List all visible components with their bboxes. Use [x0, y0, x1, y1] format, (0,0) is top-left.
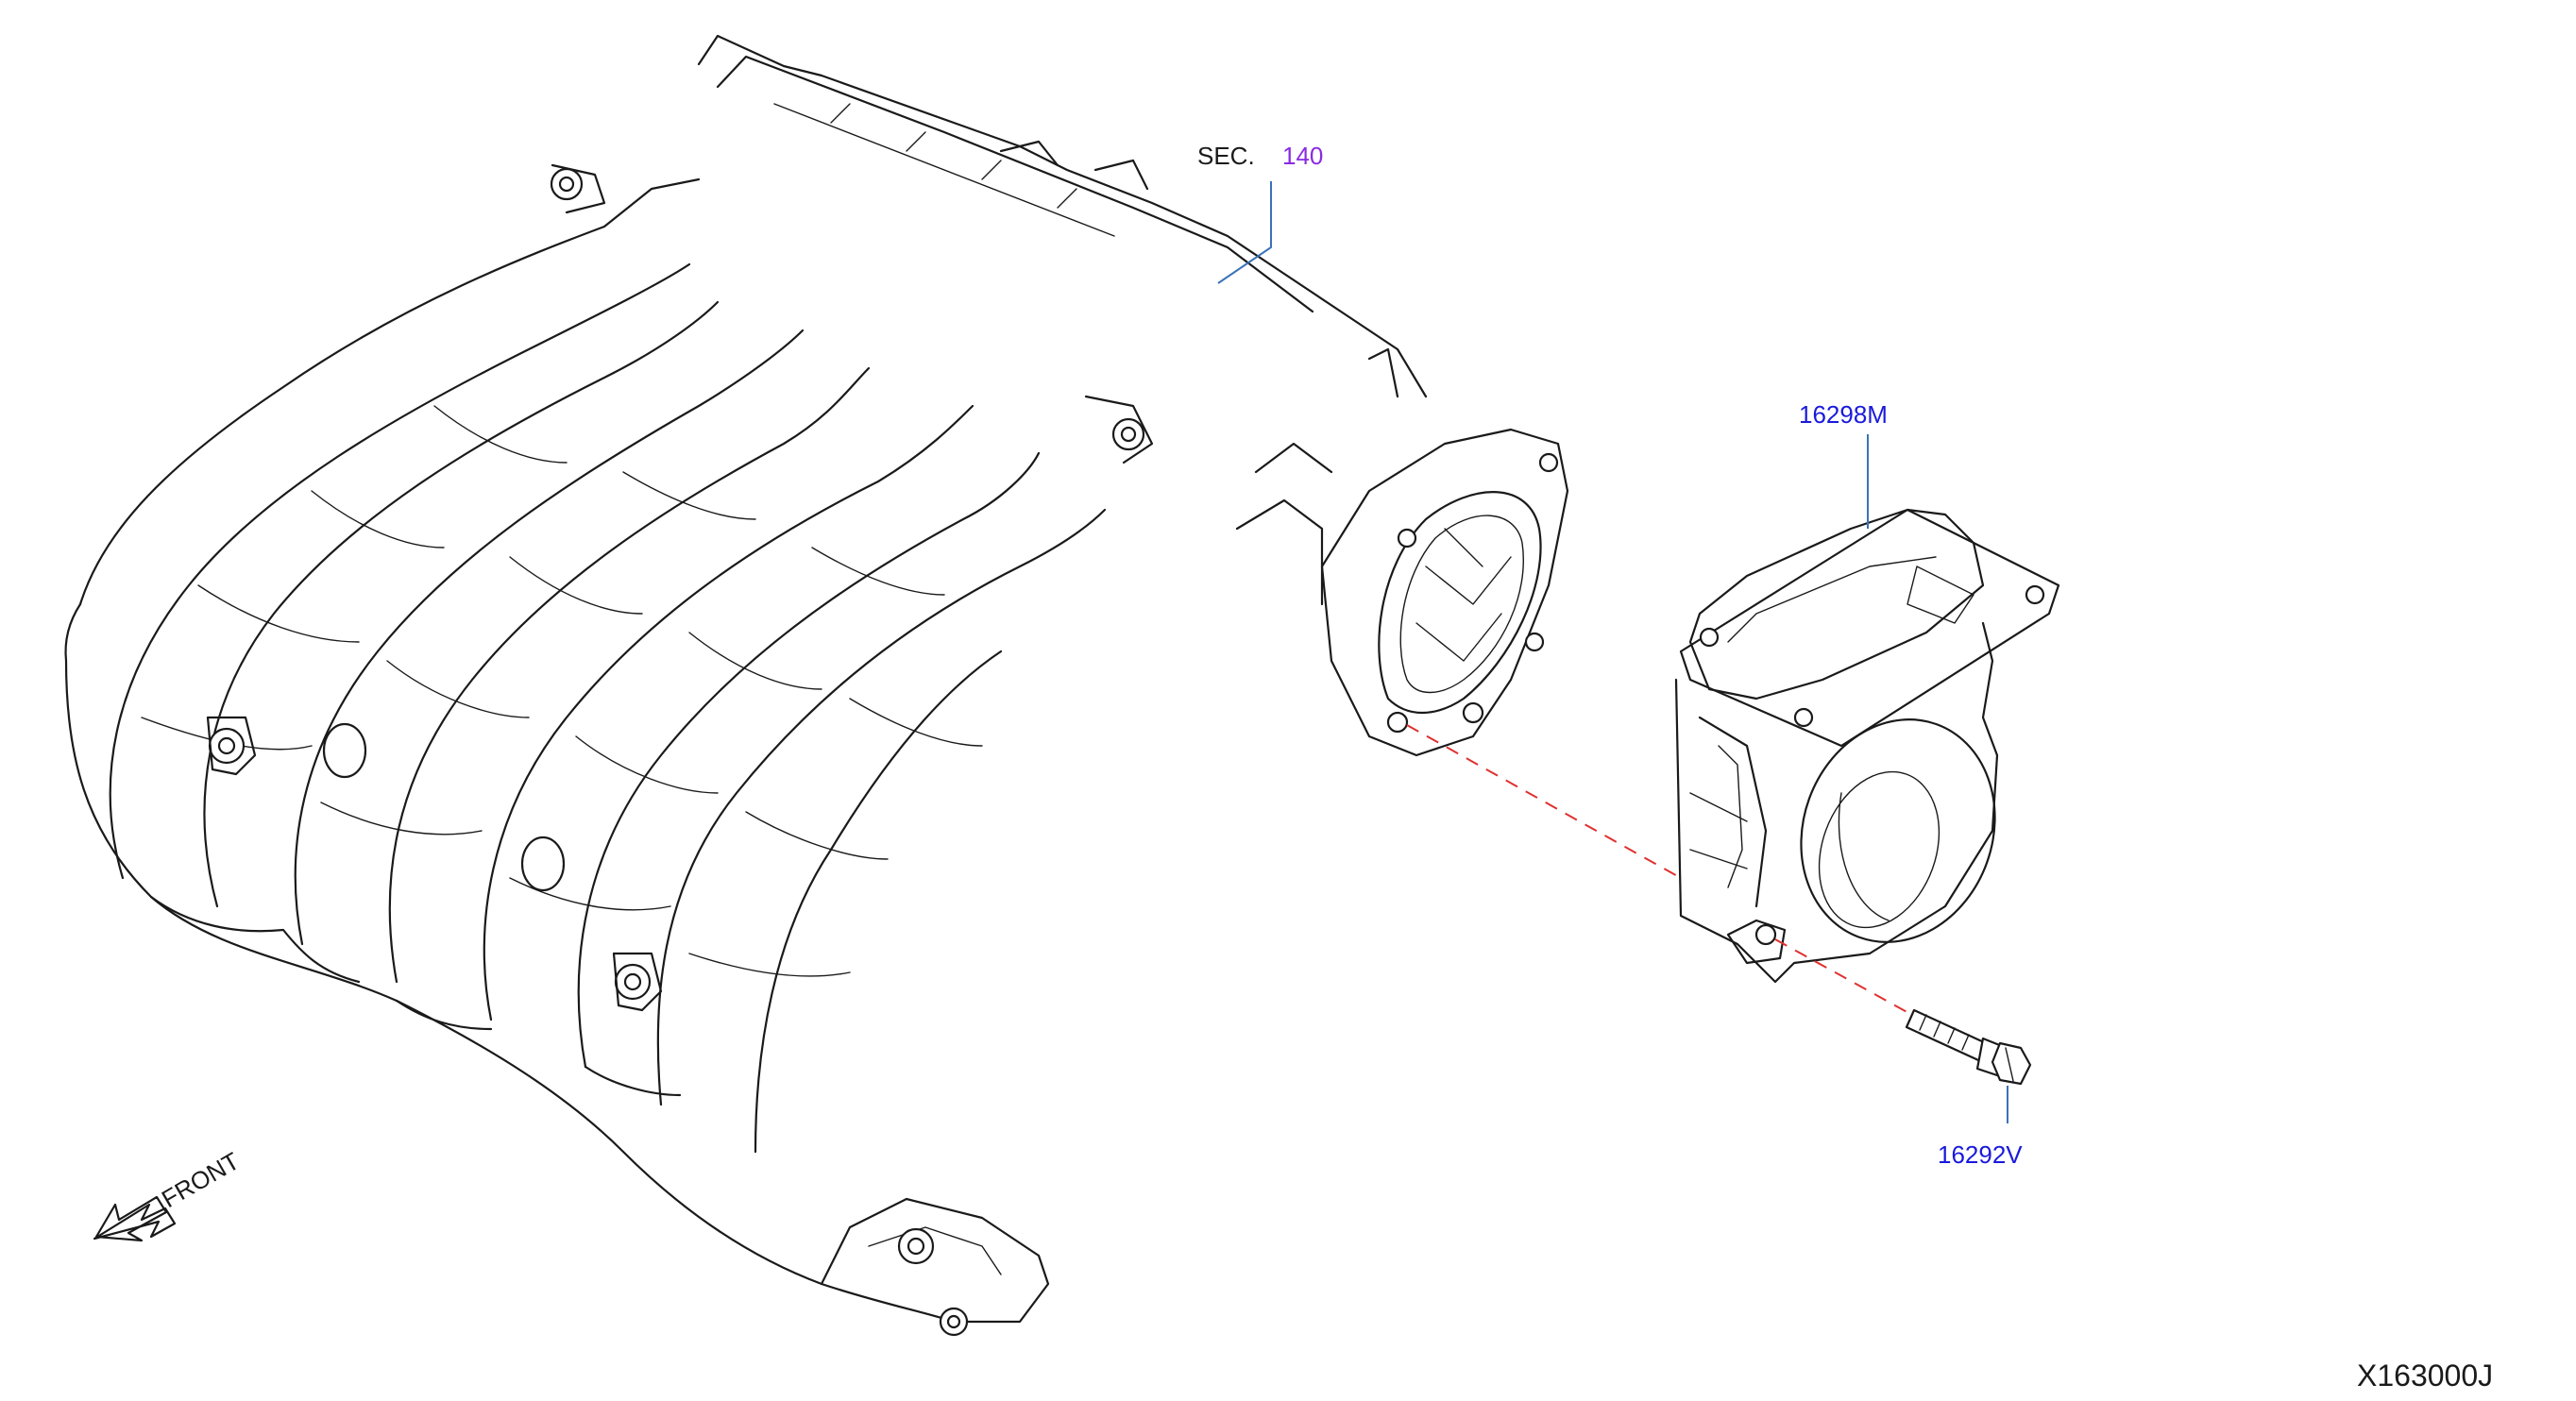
intake-manifold	[64, 34, 1428, 1337]
part-number-throttle-chamber: 16298M	[1799, 400, 1888, 429]
diagram-code: X163000J	[2357, 1359, 2493, 1393]
manifold-throttle-flange	[1235, 347, 1569, 757]
alignment-line-bolt	[1774, 938, 1913, 1016]
mounting-boss	[1084, 395, 1154, 464]
mounting-boss	[612, 952, 663, 1012]
part-number-bolt: 16292V	[1938, 1140, 2023, 1169]
section-prefix: SEC.	[1197, 142, 1255, 170]
mounting-boss	[206, 716, 257, 776]
alignment-line-flange	[1406, 724, 1682, 879]
front-label: FRONT	[157, 1146, 245, 1213]
front-arrow-icon	[93, 1195, 177, 1242]
leader-sec	[1217, 181, 1272, 284]
mounting-boss	[550, 163, 606, 214]
throttle-chamber	[1674, 508, 2060, 984]
section-number: 140	[1282, 142, 1323, 170]
bolt	[1905, 1008, 2032, 1086]
mounting-boss	[939, 1307, 969, 1337]
mounting-boss	[897, 1227, 935, 1265]
